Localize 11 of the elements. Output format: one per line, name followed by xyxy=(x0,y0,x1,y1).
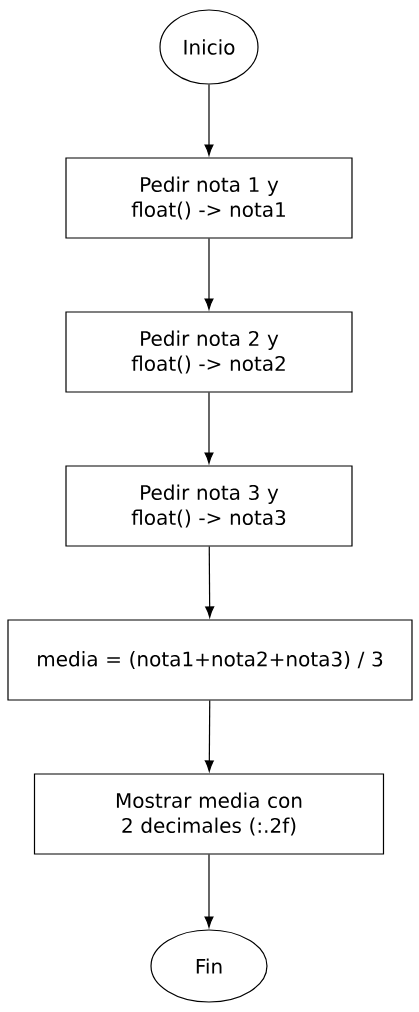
arrow xyxy=(204,854,214,928)
process-box: Pedir nota 2 y float() -> nota2 xyxy=(65,311,353,393)
process-box: media = (nota1+nota2+nota3) / 3 xyxy=(7,619,413,701)
process-box: Mostrar media con 2 decimales (:.2f) xyxy=(33,773,385,855)
arrow xyxy=(204,238,214,310)
arrow xyxy=(204,84,214,156)
arrow xyxy=(204,392,214,464)
arrow xyxy=(205,546,215,618)
arrow xyxy=(204,700,214,772)
process-box: Pedir nota 3 y float() -> nota3 xyxy=(65,465,353,547)
process-box: Pedir nota 1 y float() -> nota1 xyxy=(65,157,353,239)
